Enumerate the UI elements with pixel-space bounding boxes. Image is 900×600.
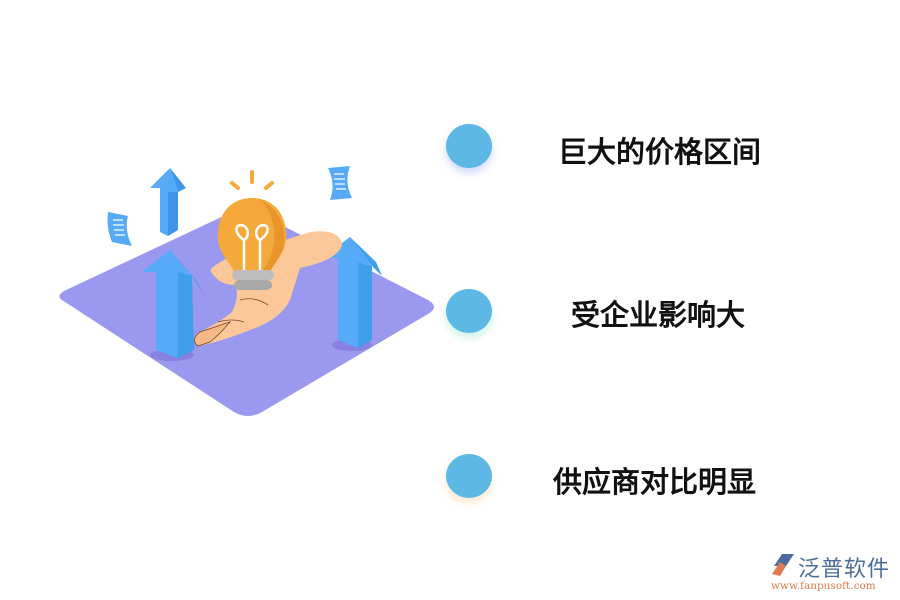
- bullet-dot-icon: [446, 289, 492, 333]
- arrow-up-icon: [322, 237, 382, 351]
- document-icon: [107, 212, 132, 246]
- point-label: 巨大的价格区间: [558, 135, 762, 169]
- bullet-dot-icon: [446, 124, 492, 168]
- point-label: 供应商对比明显: [553, 465, 757, 499]
- brand-url: www.fanpusoft.com: [771, 580, 876, 592]
- idea-growth-illustration: [59, 166, 435, 416]
- bullet-dot-icon: [446, 454, 492, 498]
- fanpu-logo-icon: [772, 554, 794, 576]
- point-item-enterprise-influence: 受企业影响大: [0, 287, 900, 347]
- point-item-price-range: 巨大的价格区间: [0, 122, 900, 182]
- point-item-supplier-comparison: 供应商对比明显: [0, 452, 900, 512]
- document-icon: [328, 166, 352, 200]
- point-label: 受企业影响大: [571, 298, 746, 332]
- arrow-up-icon: [142, 250, 205, 361]
- brand-logo: 泛普软件 www.fanpusoft.com: [768, 550, 898, 598]
- arrow-up-icon: [150, 168, 186, 236]
- lightbulb-icon: [217, 170, 287, 290]
- brand-name: 泛普软件: [798, 557, 891, 582]
